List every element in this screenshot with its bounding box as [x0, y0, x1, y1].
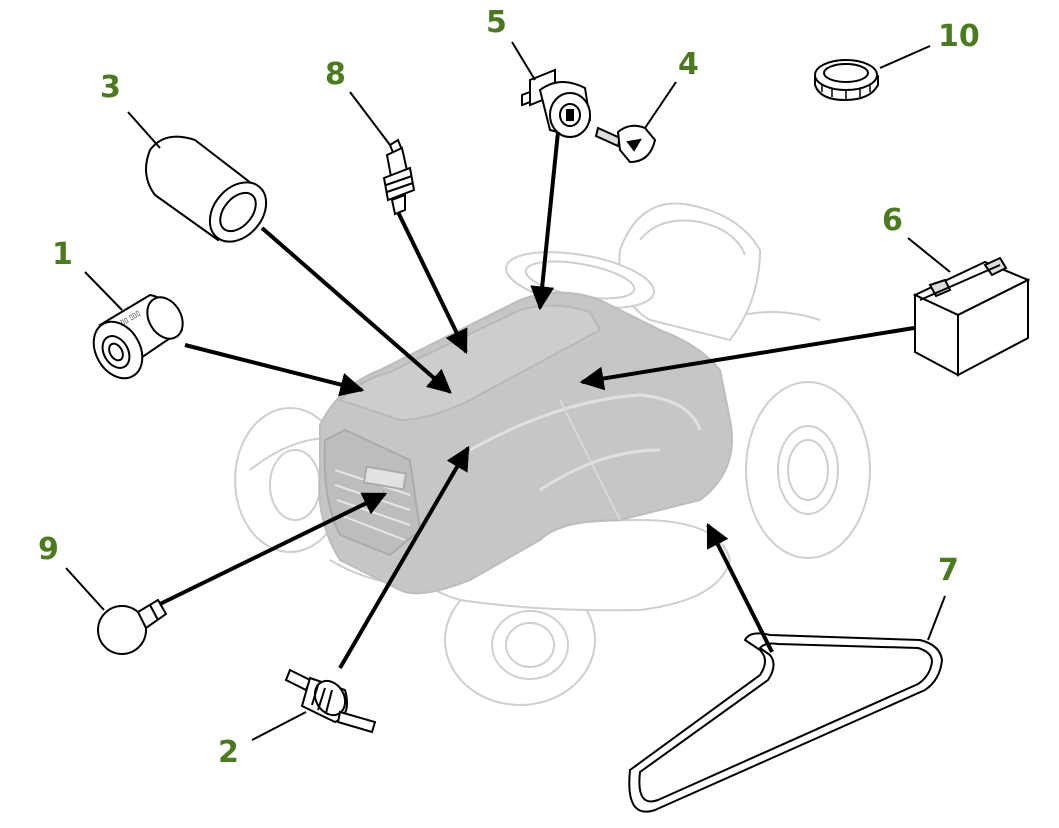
- callout-5: 5: [486, 5, 507, 40]
- callout-6: 6: [882, 203, 903, 238]
- callout-8: 8: [325, 57, 346, 92]
- arrow-9: [159, 492, 388, 606]
- callout-3: 3: [100, 70, 121, 105]
- arrows: [159, 131, 915, 670]
- arrow-1: [184, 343, 365, 397]
- rear-wheel-right: [745, 381, 871, 559]
- fuel-cap-icon: [814, 59, 879, 102]
- callout-2: 2: [218, 735, 239, 770]
- headlight-bulb-icon: [97, 598, 168, 655]
- callout-7: 7: [938, 553, 959, 588]
- callout-4: 4: [678, 47, 699, 82]
- battery-icon: [912, 256, 1031, 377]
- arrow-2: [338, 445, 470, 670]
- arrow-3: [260, 226, 452, 394]
- seat: [618, 202, 762, 342]
- callout-10: 10: [938, 19, 980, 54]
- leader-lines: [65, 41, 951, 741]
- arrow-6: [579, 326, 915, 391]
- front-grille: [323, 428, 422, 557]
- arrow-7: [706, 522, 774, 653]
- ignition-switch-icon: [521, 68, 592, 138]
- oil-filter-icon: ▯▯ ▯▯▯: [92, 293, 184, 380]
- spark-plug-icon: [382, 138, 416, 216]
- drive-belt-icon: [628, 632, 944, 813]
- callout-9: 9: [38, 532, 59, 567]
- air-filter-icon: [145, 135, 268, 243]
- callout-1: 1: [52, 237, 73, 272]
- lawn-tractor-illustration: [234, 202, 871, 706]
- arrow-8: [396, 211, 468, 355]
- fuel-filter-icon: [284, 668, 377, 734]
- ignition-key-icon: [594, 124, 657, 164]
- tractor-headlight: [362, 465, 408, 491]
- arrow-5: [530, 131, 560, 311]
